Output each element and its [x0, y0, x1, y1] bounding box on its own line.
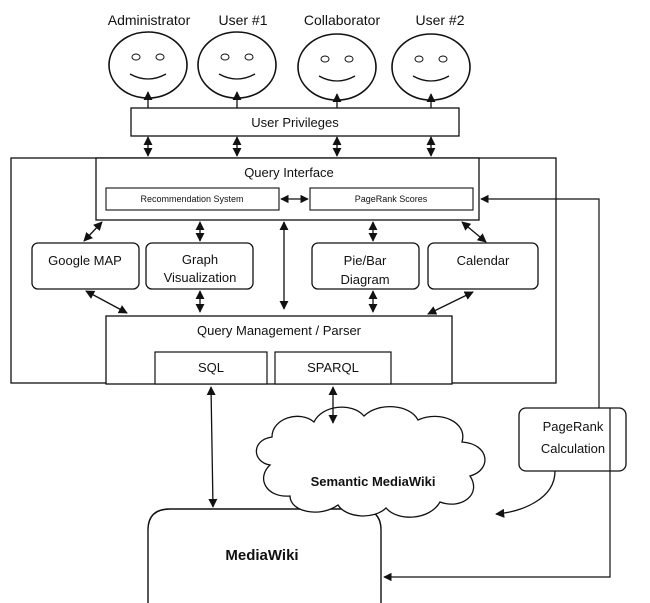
smiley-face-icon — [108, 31, 188, 99]
calendar-label: Calendar — [457, 253, 510, 268]
actor-label: Administrator — [108, 12, 191, 28]
query-management-title: Query Management / Parser — [197, 323, 362, 338]
pagerank-calc-line1: PageRank — [543, 419, 604, 434]
actor-privilege-arrows — [143, 91, 436, 108]
actor-administrator: Administrator — [108, 12, 191, 99]
actor-user-1: User #1 — [197, 12, 277, 99]
sql-box — [154, 351, 268, 385]
pie-bar-diagram-box: Pie/Bar Diagram — [311, 242, 420, 290]
pie-label-line1: Pie/Bar — [344, 253, 387, 268]
interface-view-arrows — [83, 221, 487, 310]
query-interface-title: Query Interface — [244, 165, 334, 180]
pagerank-scores-box — [309, 187, 474, 211]
semantic-mediawiki-label: Semantic MediaWiki — [311, 474, 436, 489]
sparql-label: SPARQL — [307, 360, 359, 375]
sparql-box — [274, 351, 392, 385]
pagerank-scores-label: PageRank Scores — [355, 194, 428, 204]
graph-label-line1: Graph — [182, 252, 218, 267]
pagerank-feedback-arrow — [480, 194, 600, 408]
google-map-box: Google MAP — [31, 242, 140, 290]
mediawiki-box: MediaWiki — [147, 508, 382, 603]
actor-label: Collaborator — [304, 12, 381, 28]
graph-visualization-box: Graph Visualization — [145, 242, 254, 290]
calendar-box: Calendar — [427, 242, 539, 290]
query-management-box: Query Management / Parser SQL SPARQL — [105, 315, 453, 385]
smiley-face-icon — [297, 33, 377, 101]
query-interface-box: Query Interface Recommendation System Pa… — [95, 157, 480, 221]
graph-label-line2: Visualization — [164, 270, 237, 285]
actor-label: User #1 — [218, 12, 267, 28]
mediawiki-label: MediaWiki — [225, 547, 298, 564]
google-map-label: Google MAP — [48, 253, 122, 268]
pagerank-calculation-box: PageRank Calculation — [518, 407, 627, 472]
actor-label: User #2 — [415, 12, 464, 28]
view-management-arrows — [85, 290, 474, 315]
recommendation-system-box — [105, 187, 280, 211]
smiley-face-icon — [197, 31, 277, 99]
pagerank-calc-line2: Calculation — [541, 441, 605, 456]
semantic-mediawiki-cloud: Semantic MediaWiki — [255, 405, 486, 518]
user-privileges-label: User Privileges — [251, 115, 339, 130]
privilege-interface-arrows — [143, 136, 436, 157]
recommendation-system-label: Recommendation System — [140, 194, 243, 204]
pie-label-line2: Diagram — [340, 272, 389, 287]
sql-label: SQL — [198, 360, 224, 375]
mediawiki-feed-arrow — [383, 408, 611, 582]
actor-user-2: User #2 — [391, 12, 471, 101]
sql-mediawiki-arrow — [206, 386, 218, 508]
user-privileges-box: User Privileges — [130, 107, 460, 137]
smiley-face-icon — [391, 33, 471, 101]
pagerank-cloud-arrow — [495, 470, 556, 518]
actor-collaborator: Collaborator — [297, 12, 381, 101]
